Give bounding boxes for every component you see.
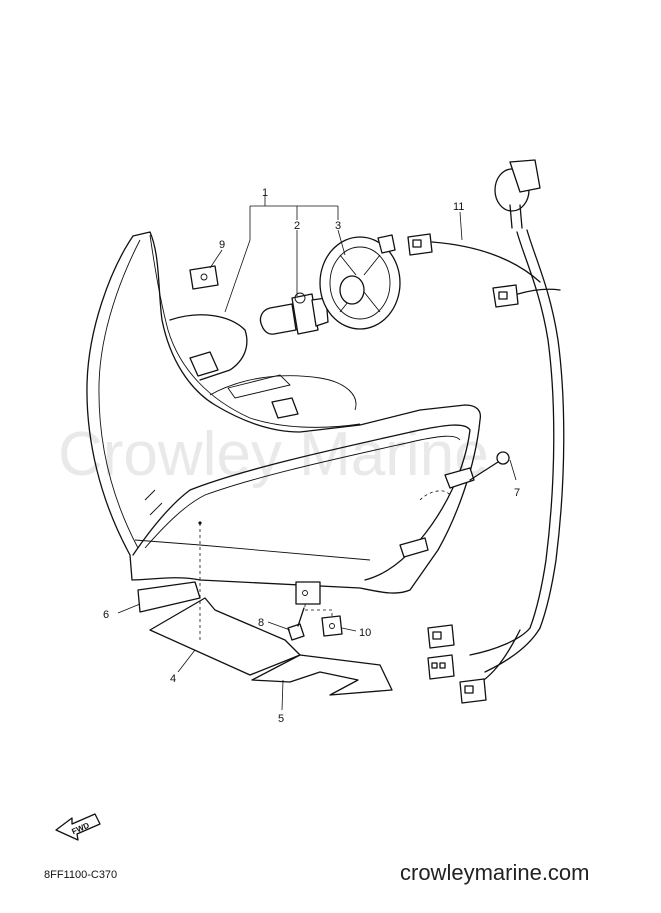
fwd-arrow-icon: FWD — [55, 813, 101, 841]
callout-3: 3 — [335, 220, 341, 232]
nut-10 — [321, 615, 343, 637]
site-name: crowleymarine.com — [400, 860, 590, 885]
leader-lines — [117, 196, 517, 711]
callout-9: 9 — [219, 239, 225, 251]
callout-1: 1 — [262, 187, 268, 199]
bolt-8 — [287, 607, 305, 641]
callout-11: 11 — [453, 201, 464, 213]
panel-5 — [251, 654, 393, 696]
callout-5: 5 — [278, 713, 284, 725]
callout-8: 8 — [258, 617, 264, 629]
screw-7 — [469, 451, 510, 481]
clip-nut-9 — [189, 265, 219, 290]
headlight-housing — [86, 231, 482, 605]
panel-4 — [149, 597, 301, 676]
bulb-cover — [319, 234, 401, 330]
headlight-bulb — [259, 292, 329, 335]
wire-harness — [407, 229, 565, 704]
callout-4: 4 — [170, 673, 176, 685]
watermark-text: Crowley Marine — [58, 420, 489, 489]
callout-numbers: 1 2 3 4 5 6 7 8 9 10 11 — [103, 187, 520, 725]
callout-10: 10 — [359, 627, 371, 639]
wire-grommet — [494, 159, 541, 229]
diagram-code: 8FF1100-C370 — [44, 869, 117, 881]
callout-7: 7 — [514, 487, 520, 499]
callout-6: 6 — [103, 609, 109, 621]
callout-2: 2 — [294, 220, 300, 232]
